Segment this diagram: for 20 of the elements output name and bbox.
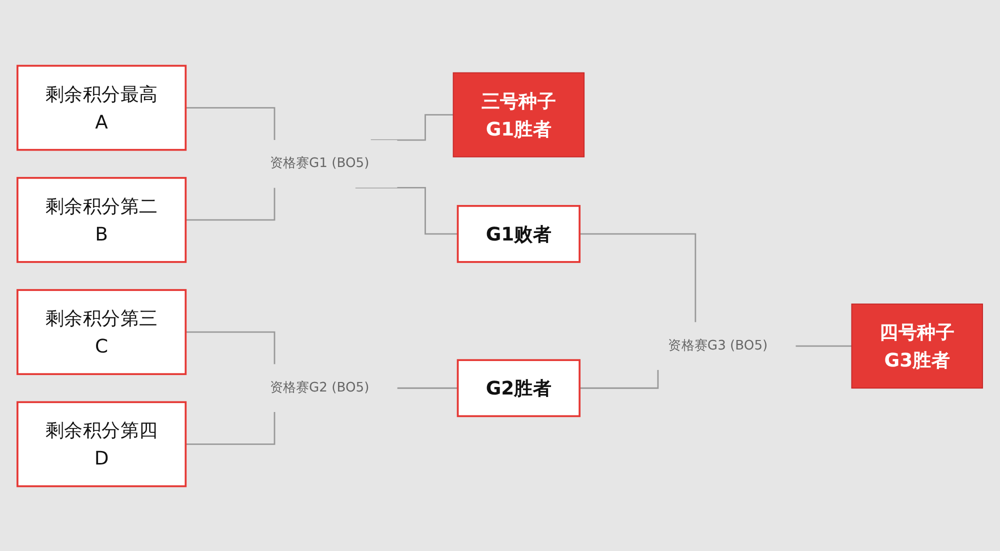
connector bbox=[397, 386, 458, 388]
node-box: G1败者 bbox=[456, 204, 581, 262]
connector bbox=[580, 232, 696, 322]
connector bbox=[186, 330, 276, 364]
connector bbox=[186, 187, 276, 220]
node-box: 剩余积分第二 B bbox=[16, 176, 187, 262]
node-box: 三号种子 G1胜者 bbox=[452, 72, 585, 157]
node-box: 剩余积分第四 D bbox=[16, 400, 187, 487]
node-text: 资格赛G2 (BO5) bbox=[270, 380, 370, 395]
connector bbox=[796, 344, 852, 346]
node-box: 剩余积分第三 C bbox=[16, 288, 187, 375]
node-text: 资格赛G3 (BO5) bbox=[668, 338, 768, 353]
connector bbox=[370, 114, 454, 140]
connector bbox=[580, 369, 659, 388]
node-box: 四号种子 G3胜者 bbox=[851, 303, 983, 388]
connector bbox=[355, 186, 458, 234]
node-box: G2胜者 bbox=[456, 358, 581, 417]
node-box: 剩余积分最高 A bbox=[16, 64, 187, 150]
connector bbox=[186, 411, 276, 444]
connector bbox=[186, 106, 276, 140]
